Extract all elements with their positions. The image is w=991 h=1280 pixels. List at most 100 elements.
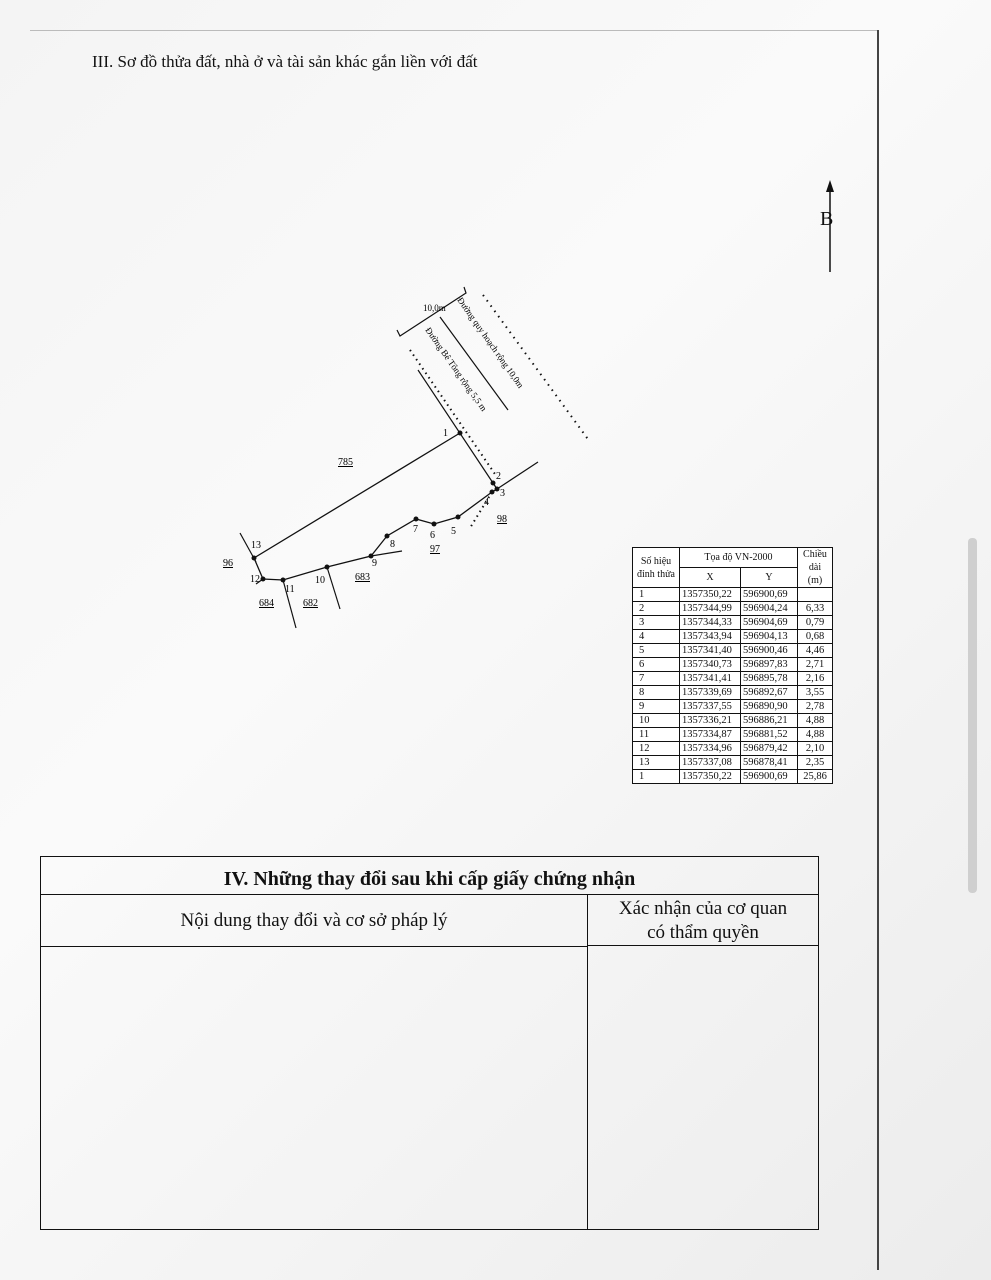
- cell-n: 9: [632, 699, 680, 714]
- parcel-label: 785: [338, 457, 353, 468]
- parcel-label: 683: [355, 572, 370, 583]
- parcel-label: 98: [497, 514, 507, 525]
- cell-n: 3: [632, 615, 680, 630]
- parcel-labels: 785 98 97 96 683 684 682: [223, 457, 507, 609]
- cell-n: 4: [632, 629, 680, 644]
- road-dimension-line: [439, 316, 509, 411]
- cell-len: 0,68: [797, 629, 833, 644]
- parcel-label: 96: [223, 558, 233, 569]
- cell-len: 4,88: [797, 713, 833, 728]
- vertex-label: 10: [315, 575, 325, 586]
- cell-x: 1357334,87: [679, 727, 741, 742]
- cell-n: 10: [632, 713, 680, 728]
- north-arrow-icon: [826, 180, 834, 272]
- cell-y: 596904,69: [740, 615, 798, 630]
- cell-len: 2,78: [797, 699, 833, 714]
- cell-y: 596879,42: [740, 741, 798, 756]
- vertex-label: 12: [250, 574, 260, 585]
- section-3-title: III. Sơ đồ thửa đất, nhà ở và tài sản kh…: [92, 52, 478, 71]
- vertex-label: 4: [484, 497, 489, 508]
- cell-y: 596904,13: [740, 629, 798, 644]
- cell-len: 2,71: [797, 657, 833, 672]
- cell-x: 1357337,55: [679, 699, 741, 714]
- cell-n: 12: [632, 741, 680, 756]
- vertex-label: 2: [496, 471, 501, 482]
- cell-len: 3,55: [797, 685, 833, 700]
- cell-n: 13: [632, 755, 680, 770]
- header-coords: Tọa độ VN-2000: [679, 547, 798, 568]
- vertex-label: 3: [500, 488, 505, 499]
- changes-table: IV. Những thay đổi sau khi cấp giấy chứn…: [40, 856, 819, 1230]
- parcel-label: 97: [430, 544, 440, 555]
- cell-x: 1357344,99: [679, 601, 741, 616]
- vertex-label: 5: [451, 526, 456, 537]
- cell-n: 1: [632, 769, 680, 784]
- change-content-cell: [41, 947, 588, 1229]
- header-x: X: [679, 567, 741, 588]
- page-border-top: [30, 30, 878, 31]
- cell-y: 596886,21: [740, 713, 798, 728]
- cell-x: 1357350,22: [679, 769, 741, 784]
- cell-y: 596881,52: [740, 727, 798, 742]
- cell-len: 2,16: [797, 671, 833, 686]
- width-bracket: [396, 286, 467, 337]
- cell-n: 2: [632, 601, 680, 616]
- cell-y: 596900,69: [740, 769, 798, 784]
- page-border-right: [877, 30, 879, 1270]
- cell-x: 1357350,22: [679, 587, 741, 602]
- cell-len: [797, 587, 833, 602]
- cell-x: 1357343,94: [679, 629, 741, 644]
- scrollbar[interactable]: [968, 538, 977, 893]
- cell-n: 11: [632, 727, 680, 742]
- vertex-label: 7: [413, 524, 418, 535]
- cell-x: 1357340,73: [679, 657, 741, 672]
- cell-x: 1357336,21: [679, 713, 741, 728]
- cell-y: 596892,67: [740, 685, 798, 700]
- parcel-label: 682: [303, 598, 318, 609]
- parcel-label: 684: [259, 598, 274, 609]
- vertex-label: 9: [372, 558, 377, 569]
- cell-len: 25,86: [797, 769, 833, 784]
- cell-x: 1357344,33: [679, 615, 741, 630]
- cell-y: 596900,69: [740, 587, 798, 602]
- cell-len: 2,10: [797, 741, 833, 756]
- cell-y: 596890,90: [740, 699, 798, 714]
- cell-n: 5: [632, 643, 680, 658]
- cell-n: 1: [632, 587, 680, 602]
- vertex-label: 13: [251, 540, 261, 551]
- header-change-content: Nội dung thay đổi và cơ sở pháp lý: [41, 895, 588, 947]
- cell-y: 596895,78: [740, 671, 798, 686]
- cell-n: 8: [632, 685, 680, 700]
- cell-n: 6: [632, 657, 680, 672]
- cell-y: 596897,83: [740, 657, 798, 672]
- cell-len: 4,46: [797, 643, 833, 658]
- cell-n: 7: [632, 671, 680, 686]
- authority-confirmation-cell: [588, 947, 818, 1229]
- cell-y: 596900,46: [740, 643, 798, 658]
- vertex-label: 11: [285, 584, 295, 595]
- cell-x: 1357341,40: [679, 643, 741, 658]
- cell-x: 1357339,69: [679, 685, 741, 700]
- cell-len: 2,35: [797, 755, 833, 770]
- road-width-label: 10,0m: [423, 303, 446, 313]
- section-4-title: IV. Những thay đổi sau khi cấp giấy chứn…: [41, 857, 818, 895]
- cell-len: 6,33: [797, 601, 833, 616]
